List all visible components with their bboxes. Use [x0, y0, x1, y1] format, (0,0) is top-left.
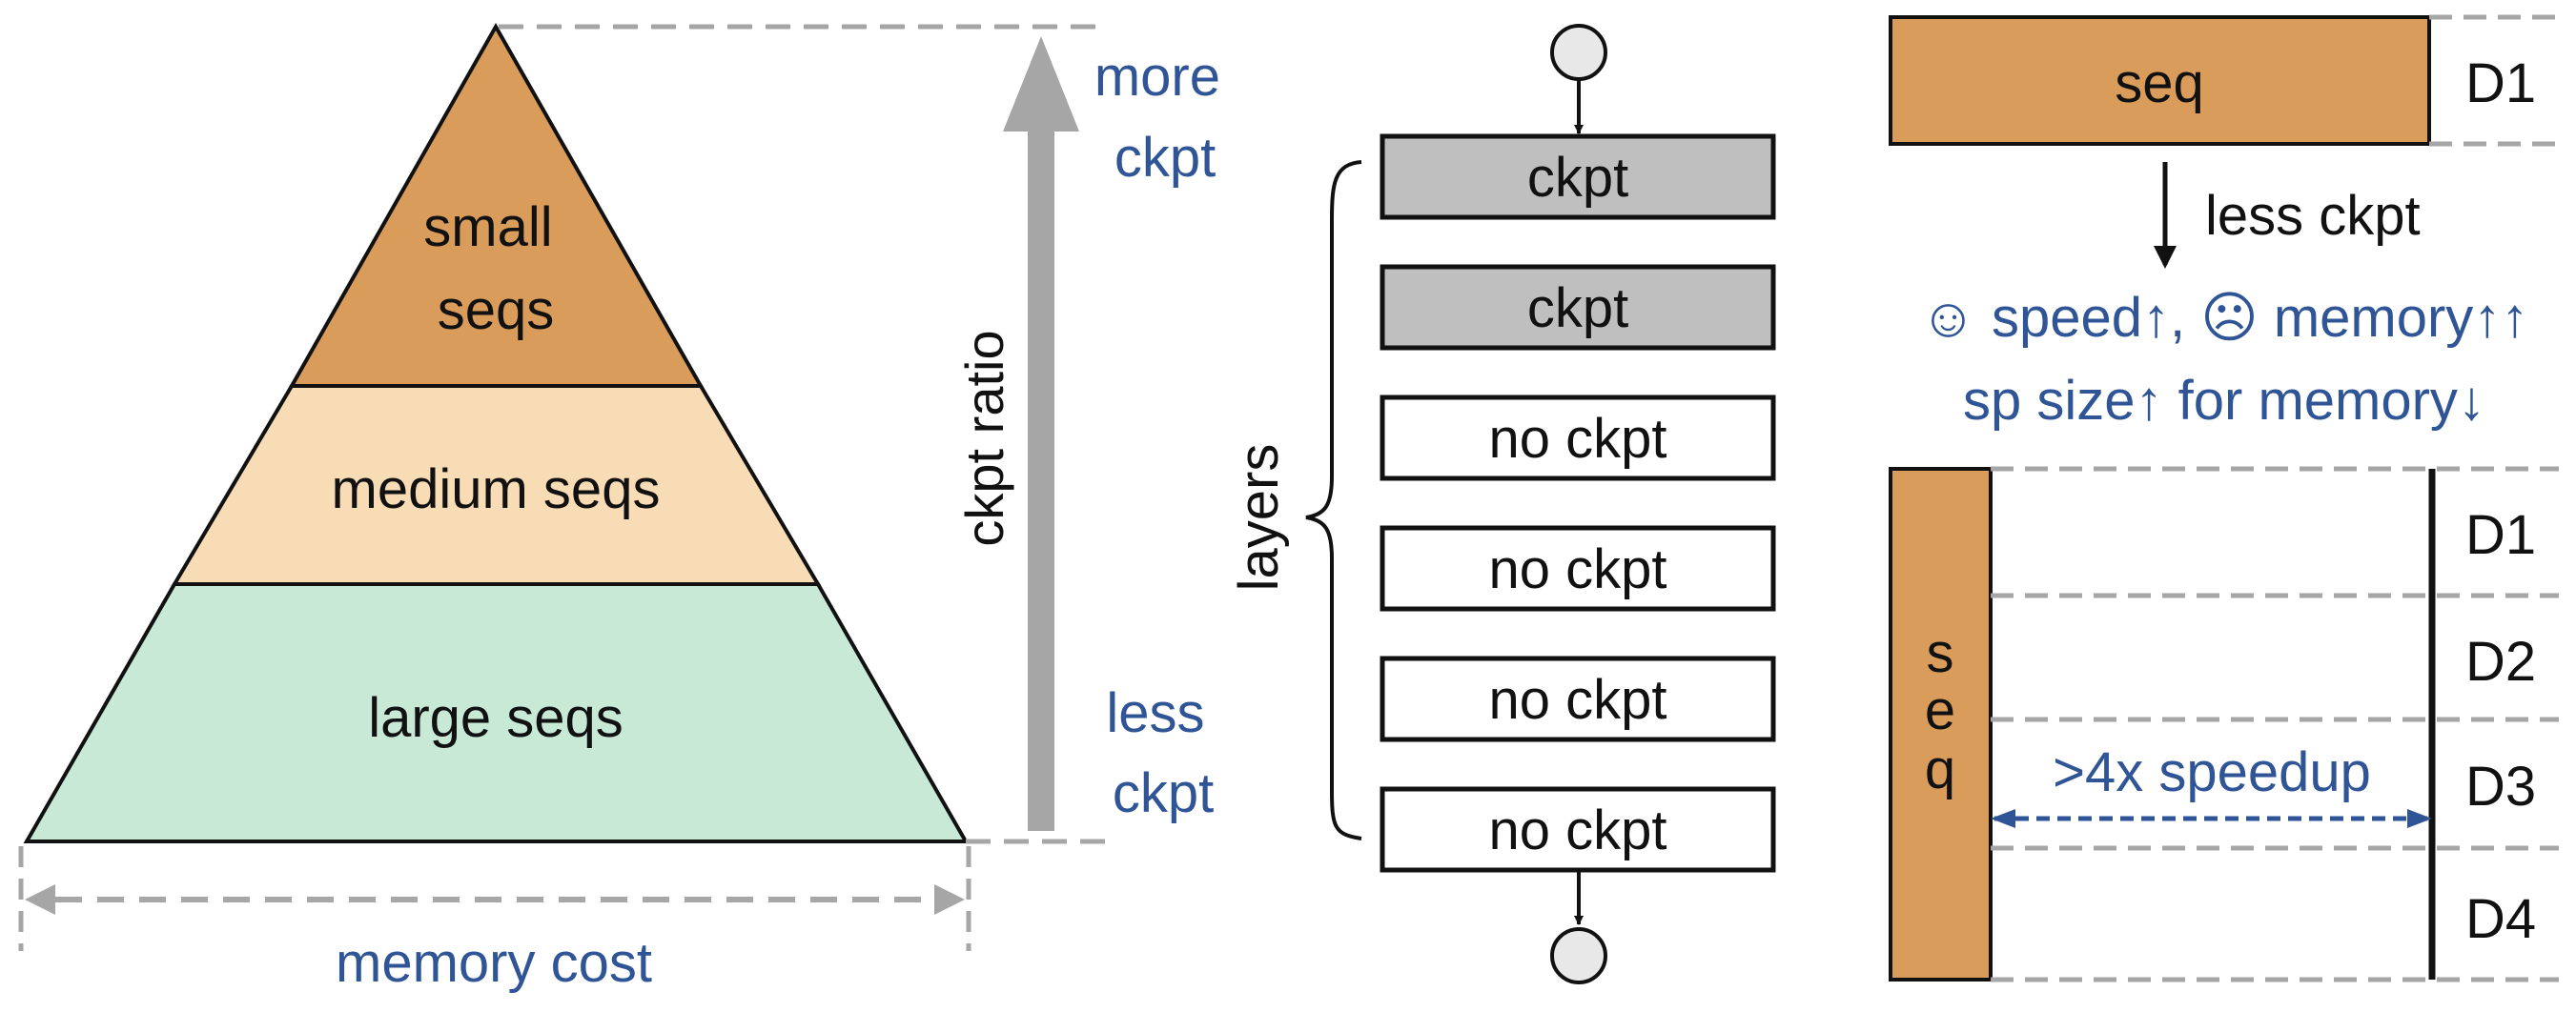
layers-brace [1305, 160, 1362, 840]
device-label-d3: D3 [2465, 756, 2536, 818]
top-device-label: D1 [2465, 52, 2536, 114]
memory-cost-label: memory cost [336, 932, 652, 994]
speed-memory-note: ☺ speed↑, ☹ memory↑↑ [1920, 287, 2529, 349]
vertical-seq-letter-q: q [1925, 739, 1955, 800]
ckpt-ratio-arrow-shaft [1028, 124, 1054, 831]
device-label-d1: D1 [2465, 504, 2536, 566]
vertical-seq-box [1889, 467, 1993, 982]
vertical-seq-letter-e: e [1925, 679, 1955, 741]
layer-label-3: no ckpt [1489, 408, 1667, 470]
vertical-seq-letter-s: s [1927, 622, 1954, 684]
output-node [1550, 927, 1607, 984]
sp-size-note: sp size↑ for memory↓ [1963, 370, 2485, 432]
speedup-label: >4x speedup [2053, 741, 2371, 803]
layers-label: layers [1228, 444, 1290, 592]
layer-box-6 [1380, 786, 1776, 873]
layer-label-4: no ckpt [1489, 538, 1667, 600]
memory-cost-arrowhead-left [25, 884, 55, 915]
pyramid-tier-small-label: small seqs [423, 196, 567, 341]
layer-label-5: no ckpt [1489, 669, 1667, 731]
layer-box-4 [1380, 525, 1776, 612]
pyramid-panel: small seqs medium seqs large seqs memory… [18, 22, 1236, 994]
memory-cost-arrowhead-right [934, 884, 965, 915]
top-seq-box [1889, 15, 2431, 146]
layer-box-5 [1380, 656, 1776, 742]
pyramid-tier-medium-label: medium seqs [332, 458, 661, 520]
less-ckpt-transition-label: less ckpt [2205, 185, 2421, 247]
layers-panel: ckpt ckpt no ckpt no ckpt no ckpt no ckpt lay… [1228, 24, 1776, 984]
layer-stack: ckpt ckpt no ckpt no ckpt no ckpt no ckpt [1380, 133, 1776, 873]
top-seq-label: seq [2115, 52, 2204, 114]
layer-box-2 [1380, 264, 1776, 351]
ckpt-ratio-label: ckpt ratio [954, 330, 1014, 546]
layer-label-1: ckpt [1527, 147, 1628, 209]
pyramid-tier-large-label: large seqs [368, 687, 624, 749]
more-ckpt-label: more ckpt [1094, 46, 1236, 189]
ckpt-ratio-arrowhead [1003, 36, 1079, 132]
layer-label-2: ckpt [1527, 277, 1628, 339]
sequence-parallel-panel: seq D1 less ckpt ☺ speed↑, ☹ memory↑↑ sp… [1889, 14, 2559, 982]
less-ckpt-label: less ckpt [1106, 682, 1219, 824]
layer-box-3 [1380, 395, 1776, 481]
layer-label-6: no ckpt [1489, 799, 1667, 861]
layer-box-1 [1380, 133, 1776, 220]
device-label-d2: D2 [2465, 631, 2536, 693]
device-label-d4: D4 [2465, 888, 2536, 950]
input-node [1550, 24, 1607, 81]
